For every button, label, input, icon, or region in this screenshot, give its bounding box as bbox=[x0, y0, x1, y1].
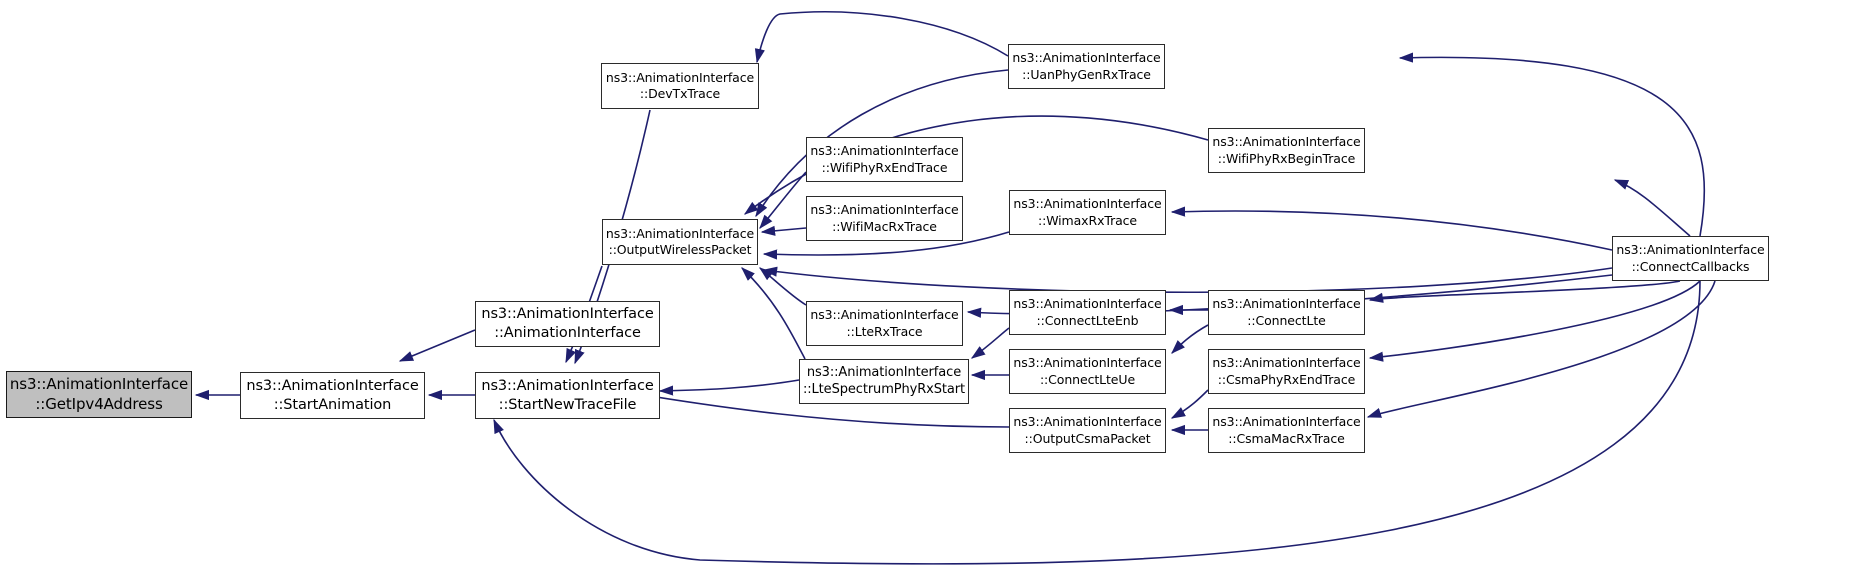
graph-node-connectlteue[interactable]: ns3::AnimationInterface::ConnectLteUe bbox=[1009, 349, 1166, 394]
graph-node-csmamacrx[interactable]: ns3::AnimationInterface::CsmaMacRxTrace bbox=[1208, 408, 1365, 453]
graph-node-label-line1: ns3::AnimationInterface bbox=[605, 225, 755, 241]
graph-node-label-line1: ns3::AnimationInterface bbox=[1013, 414, 1162, 430]
graph-node-label-line1: ns3::AnimationInterface bbox=[1013, 296, 1162, 312]
call-edge-connectcb-to-startnewtrace bbox=[493, 280, 1701, 565]
call-edge-connectlteenb-to-ltespectrum bbox=[970, 327, 1010, 359]
call-edge-ltespectrum-to-outwireless bbox=[741, 267, 806, 360]
call-edge-wifiphyrxbegin-to-outwireless bbox=[743, 115, 1209, 215]
call-edge-connectcb-to-connectlte bbox=[1368, 280, 1681, 303]
call-edge-uanphygenrx-to-outwireless bbox=[755, 69, 1009, 218]
graph-node-label-line1: ns3::AnimationInterface bbox=[1212, 355, 1361, 371]
graph-node-label-line2: ::OutputCsmaPacket bbox=[1024, 430, 1151, 446]
graph-node-label-line2: ::ConnectLte bbox=[1247, 312, 1326, 328]
graph-node-connectcb[interactable]: ns3::AnimationInterface::ConnectCallback… bbox=[1612, 236, 1769, 281]
graph-node-getipv4[interactable]: ns3::AnimationInterface::GetIpv4Address bbox=[6, 371, 192, 418]
graph-node-uanphygenrx[interactable]: ns3::AnimationInterface::UanPhyGenRxTrac… bbox=[1008, 44, 1165, 89]
graph-node-startanim[interactable]: ns3::AnimationInterface::StartAnimation bbox=[240, 372, 425, 419]
call-edge-ltespectrum-to-startnewtrace bbox=[658, 379, 800, 396]
graph-node-label-line2: ::StartAnimation bbox=[273, 396, 392, 413]
call-edge-connectlte-to-connectlteue bbox=[1171, 324, 1209, 354]
graph-node-wimaxrx[interactable]: ns3::AnimationInterface::WimaxRxTrace bbox=[1009, 190, 1166, 235]
graph-node-label-line1: ns3::AnimationInterface bbox=[246, 377, 419, 394]
call-edge-connectcb-to-uanphygenrx bbox=[1398, 52, 1706, 237]
graph-node-label-line1: ns3::AnimationInterface bbox=[481, 377, 654, 394]
graph-node-label-line1: ns3::AnimationInterface bbox=[1012, 50, 1161, 66]
graph-node-label-line1: ns3::AnimationInterface bbox=[605, 69, 755, 85]
call-edge-connectcb-to-wifiphyrxbegin bbox=[1613, 179, 1691, 237]
graph-node-ltespectrum[interactable]: ns3::AnimationInterface::LteSpectrumPhyR… bbox=[799, 359, 969, 404]
graph-node-label-line2: ::CsmaPhyRxEndTrace bbox=[1217, 371, 1356, 387]
graph-node-devtxtrace[interactable]: ns3::AnimationInterface::DevTxTrace bbox=[601, 63, 759, 109]
graph-node-label-line2: ::LteSpectrumPhyRxStart bbox=[802, 381, 966, 397]
call-edge-connectcb-to-csmamacrx bbox=[1366, 280, 1716, 418]
graph-node-label-line1: ns3::AnimationInterface bbox=[9, 375, 189, 393]
graph-node-label-line2: ::ConnectCallbacks bbox=[1631, 258, 1750, 274]
graph-node-label-line1: ns3::AnimationInterface bbox=[810, 202, 959, 218]
graph-node-label-line2: ::StartNewTraceFile bbox=[498, 396, 637, 413]
graph-node-label-line2: ::DevTxTrace bbox=[639, 86, 721, 101]
call-edge-uanphygenrx-to-devtxtrace bbox=[754, 11, 1009, 64]
graph-node-connectlteenb[interactable]: ns3::AnimationInterface::ConnectLteEnb bbox=[1009, 290, 1166, 335]
graph-node-label-line1: ns3::AnimationInterface bbox=[1013, 355, 1162, 371]
graph-node-connectlte[interactable]: ns3::AnimationInterface::ConnectLte bbox=[1208, 290, 1365, 335]
graph-node-label-line1: ns3::AnimationInterface bbox=[806, 364, 962, 380]
graph-node-outwireless[interactable]: ns3::AnimationInterface::OutputWirelessP… bbox=[602, 219, 758, 265]
graph-node-label-line2: ::CsmaMacRxTrace bbox=[1228, 430, 1345, 446]
graph-node-animiface[interactable]: ns3::AnimationInterface::AnimationInterf… bbox=[475, 301, 660, 347]
graph-node-label-line2: ::AnimationInterface bbox=[494, 325, 641, 341]
graph-node-label-line2: ::UanPhyGenRxTrace bbox=[1022, 66, 1151, 82]
graph-node-label-line2: ::WifiMacRxTrace bbox=[832, 218, 937, 234]
graph-node-label-line1: ns3::AnimationInterface bbox=[481, 306, 654, 323]
call-edge-csmaphyrxend-to-outcsma bbox=[1170, 389, 1209, 419]
graph-node-label-line2: ::WifiPhyRxEndTrace bbox=[821, 159, 948, 175]
call-edge-animiface-to-startanim bbox=[398, 329, 476, 362]
graph-node-wifiphyrxend[interactable]: ns3::AnimationInterface::WifiPhyRxEndTra… bbox=[806, 137, 963, 182]
graph-node-label-line2: ::WimaxRxTrace bbox=[1037, 212, 1138, 228]
graph-node-label-line1: ns3::AnimationInterface bbox=[1212, 296, 1361, 312]
call-edge-connectcb-to-wimaxrx bbox=[1170, 206, 1613, 251]
graph-node-label-line1: ns3::AnimationInterface bbox=[1212, 414, 1361, 430]
call-edge-wifimacrx-to-outwireless bbox=[760, 225, 807, 236]
graph-node-label-line1: ns3::AnimationInterface bbox=[1013, 196, 1162, 212]
graph-node-label-line2: ::ConnectLteUe bbox=[1039, 371, 1136, 387]
graph-node-wifiphyrxbegin[interactable]: ns3::AnimationInterface::WifiPhyRxBeginT… bbox=[1208, 128, 1365, 173]
graph-node-label-line2: ::ConnectLteEnb bbox=[1036, 312, 1139, 328]
graph-node-label-line1: ns3::AnimationInterface bbox=[1616, 242, 1765, 258]
graph-node-label-line2: ::WifiPhyRxBeginTrace bbox=[1217, 150, 1356, 166]
graph-node-label-line1: ns3::AnimationInterface bbox=[1212, 134, 1361, 150]
graph-node-startnewtrace[interactable]: ns3::AnimationInterface::StartNewTraceFi… bbox=[475, 372, 660, 419]
graph-node-label-line2: ::GetIpv4Address bbox=[35, 394, 163, 413]
call-edge-connectcb-to-csmaphyrxend bbox=[1368, 280, 1701, 362]
graph-node-label-line1: ns3::AnimationInterface bbox=[810, 143, 959, 159]
graph-node-wifimacrx[interactable]: ns3::AnimationInterface::WifiMacRxTrace bbox=[806, 196, 963, 241]
call-edge-connectcb-to-outwireless bbox=[762, 266, 1613, 294]
graph-node-csmaphyrxend[interactable]: ns3::AnimationInterface::CsmaPhyRxEndTra… bbox=[1208, 349, 1365, 394]
graph-node-label-line1: ns3::AnimationInterface bbox=[810, 307, 959, 323]
graph-node-outcsma[interactable]: ns3::AnimationInterface::OutputCsmaPacke… bbox=[1009, 408, 1166, 453]
graph-node-label-line2: ::LteRxTrace bbox=[846, 323, 923, 339]
call-edge-wimaxrx-to-outwireless bbox=[762, 231, 1010, 260]
graph-node-label-line2: ::OutputWirelessPacket bbox=[608, 242, 752, 257]
graph-node-lterxtrace[interactable]: ns3::AnimationInterface::LteRxTrace bbox=[806, 301, 963, 346]
